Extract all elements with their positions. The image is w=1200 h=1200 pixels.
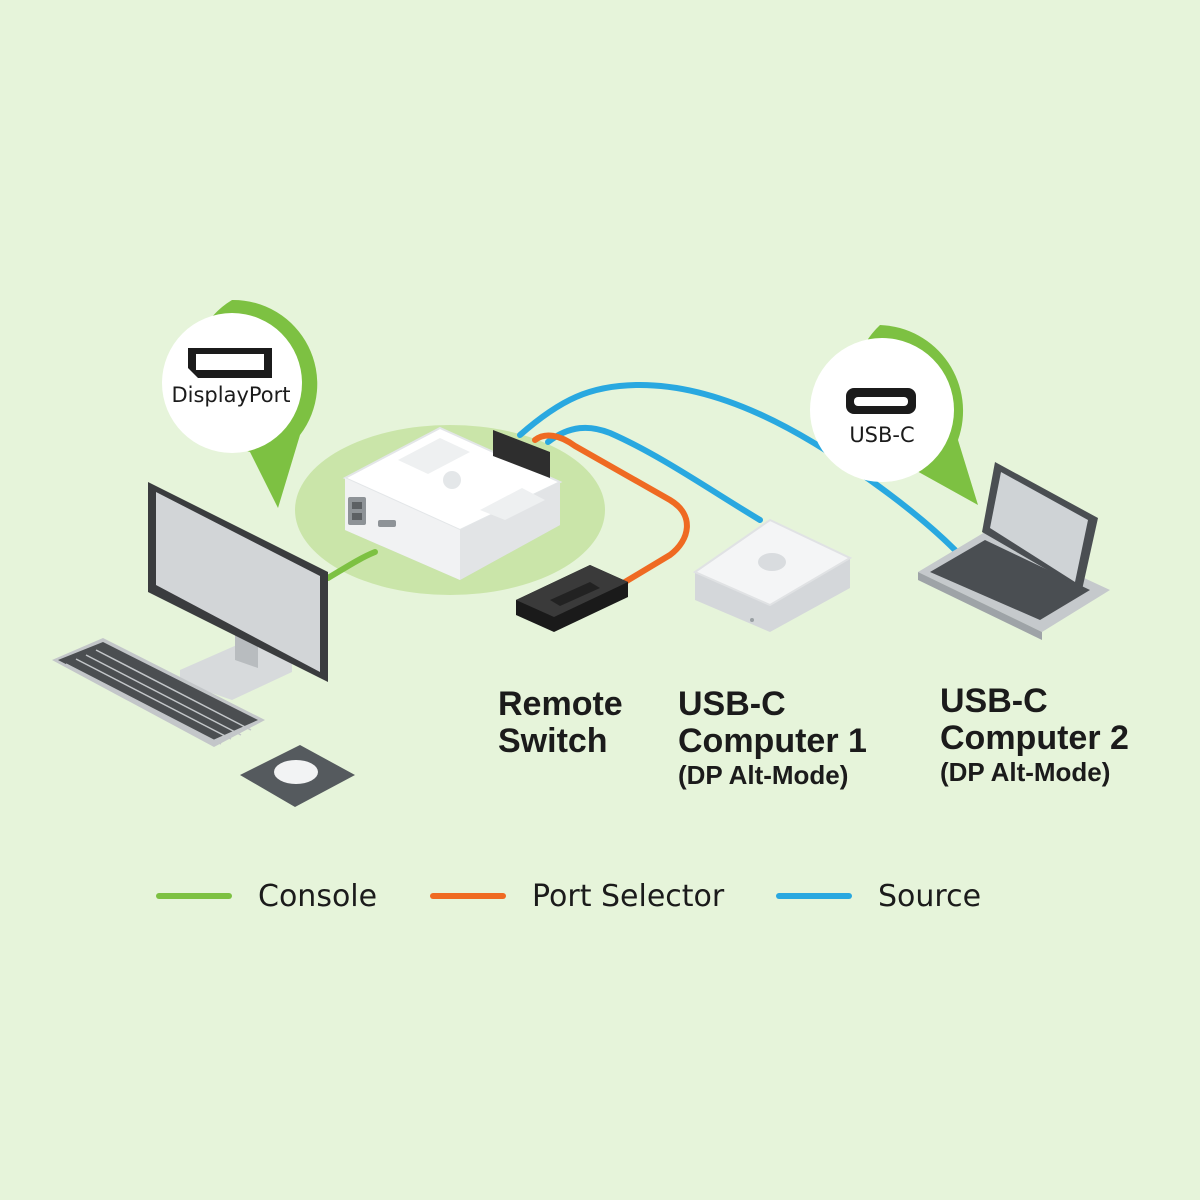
source-cable-computer1 (545, 424, 763, 523)
legend-label-port-selector: Port Selector (532, 878, 725, 914)
remote-switch-label: Remote Switch (498, 686, 623, 759)
computer1-device (692, 518, 853, 632)
displayport-callout: DisplayPort (162, 299, 318, 508)
computer1-label: USB-C Computer 1 (DP Alt-Mode) (678, 686, 867, 790)
computer2-device (918, 462, 1110, 640)
displayport-label: DisplayPort (171, 383, 290, 407)
usb-c-label: USB-C (849, 423, 914, 447)
displayport-icon (188, 348, 272, 378)
keyboard-device (52, 638, 265, 747)
mouse-device (240, 745, 355, 807)
legend-swatch-console (156, 893, 232, 899)
legend: Console Port Selector Source (0, 872, 1200, 920)
port-selector-cable (532, 432, 690, 588)
remote-switch-device (516, 565, 628, 632)
legend-label-source: Source (878, 878, 982, 914)
legend-item-console: Console (156, 872, 377, 920)
computer1-line2: Computer 1 (678, 721, 867, 760)
legend-item-port-selector: Port Selector (430, 872, 724, 920)
remote-switch-line1: Remote (498, 685, 623, 723)
monitor-device (148, 482, 328, 700)
computer2-line3: (DP Alt-Mode) (940, 757, 1111, 788)
computer2-line1: USB-C (940, 682, 1048, 720)
legend-swatch-port-selector (430, 893, 506, 899)
remote-switch-line2: Switch (498, 721, 608, 760)
legend-item-source: Source (776, 872, 981, 920)
kvm-switch (342, 426, 563, 580)
computer2-line2: Computer 2 (940, 718, 1129, 757)
source-cable-computer2 (517, 381, 958, 553)
legend-label-console: Console (258, 878, 378, 914)
computer2-label: USB-C Computer 2 (DP Alt-Mode) (940, 683, 1129, 787)
computer1-line1: USB-C (678, 685, 786, 723)
console-cable (325, 549, 378, 581)
usb-c-callout: USB-C (810, 325, 978, 505)
computer1-line3: (DP Alt-Mode) (678, 760, 849, 791)
usb-c-icon (846, 388, 916, 414)
legend-swatch-source (776, 893, 852, 899)
